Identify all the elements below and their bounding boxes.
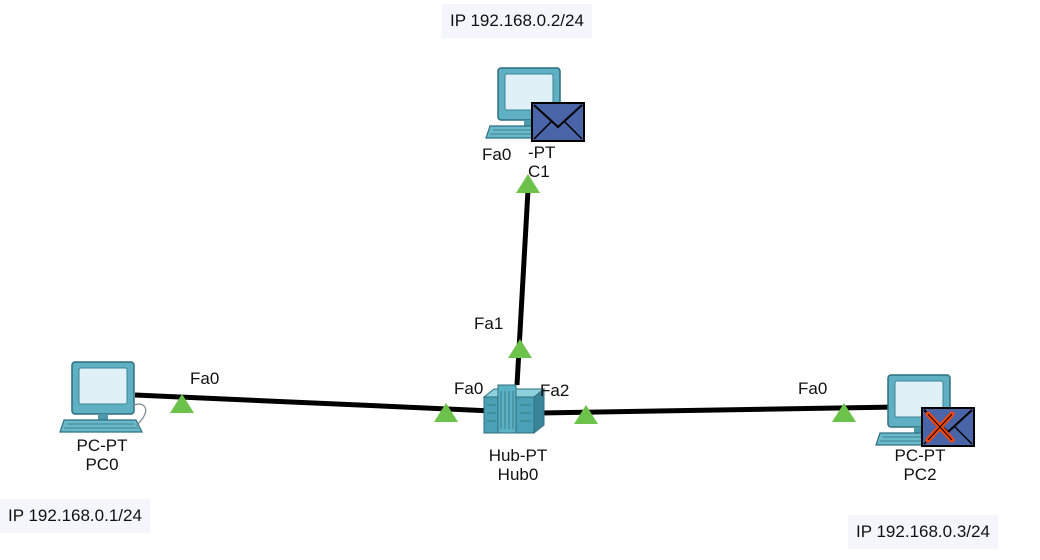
device-label-pc1[interactable]: -PT C1 [528,143,588,181]
port-indicator-hub-fa0 [434,403,458,422]
device-name: Hub0 [497,465,539,484]
ip-note-pc2[interactable]: IP 192.168.0.3/24 [848,515,998,549]
port-indicator-hub-fa1 [508,339,532,358]
device-type: -PT [528,143,556,162]
envelope-icon[interactable] [531,102,585,142]
link-pc0-hub[interactable] [134,392,516,415]
device-label-pc2[interactable]: PC-PT PC2 [860,446,980,484]
port-label-hub-fa2: Fa2 [540,381,570,400]
link-hub-pc2[interactable] [539,404,901,416]
device-type: PC-PT [894,446,946,465]
device-name: C1 [528,162,550,181]
hub-icon[interactable] [482,384,546,435]
device-label-hub0[interactable]: Hub-PT Hub0 [458,446,578,484]
ip-note-pc0[interactable]: IP 192.168.0.1/24 [0,499,150,533]
desktop-computer-icon[interactable] [59,361,147,433]
port-label-pc2-fa0: Fa0 [798,379,828,398]
port-label-hub-fa1: Fa1 [474,314,504,333]
device-label-pc0[interactable]: PC-PT PC0 [42,436,162,474]
device-name: PC0 [85,455,119,474]
port-label-pc0-fa0: Fa0 [190,369,220,388]
port-label-pc1-fa0: Fa0 [482,145,512,164]
envelope-dropped-icon[interactable] [921,407,975,447]
device-name: PC2 [903,465,937,484]
device-type: Hub-PT [488,446,548,465]
port-label-hub-fa0: Fa0 [454,379,484,398]
ip-note-pc1[interactable]: IP 192.168.0.2/24 [442,4,592,38]
device-type: PC-PT [76,436,128,455]
